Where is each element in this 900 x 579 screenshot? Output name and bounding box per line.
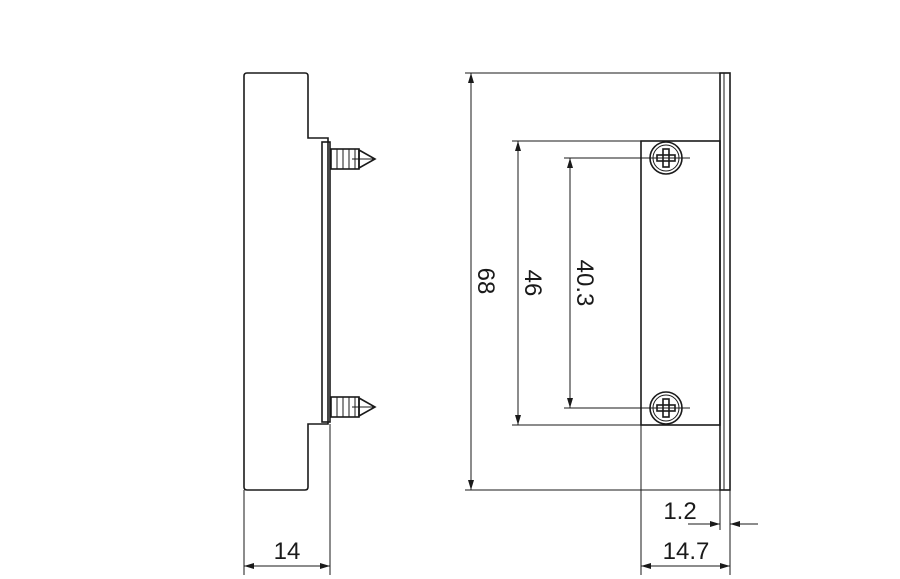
dim-label-side-depth: 14 — [274, 538, 301, 565]
front-view-strike-plate — [640, 140, 721, 426]
upper-pin — [330, 148, 377, 170]
dimension-plate-thickness: 1.2 — [663, 425, 758, 575]
dim-label-plate-height: 46 — [519, 270, 546, 297]
side-view-mounting-plate — [321, 141, 331, 423]
dimension-plate-height: 46 — [512, 140, 641, 426]
dim-label-plate-thickness: 1.2 — [663, 498, 696, 525]
front-view: 68 46 40.3 1.2 — [465, 72, 758, 575]
dimension-front-depth: 14.7 — [640, 425, 730, 575]
dim-label-overall-height: 68 — [472, 268, 499, 295]
dim-label-screw-spacing: 40.3 — [571, 260, 598, 307]
side-view-body — [243, 72, 329, 491]
dimension-screw-spacing: 40.3 — [564, 157, 650, 409]
front-view-plate — [719, 72, 731, 491]
side-view: 14 — [243, 72, 377, 575]
dim-label-front-depth: 14.7 — [663, 538, 710, 565]
lower-pin — [330, 396, 377, 418]
dimension-side-depth: 14 — [243, 424, 331, 575]
dimension-overall-height: 68 — [465, 72, 722, 491]
